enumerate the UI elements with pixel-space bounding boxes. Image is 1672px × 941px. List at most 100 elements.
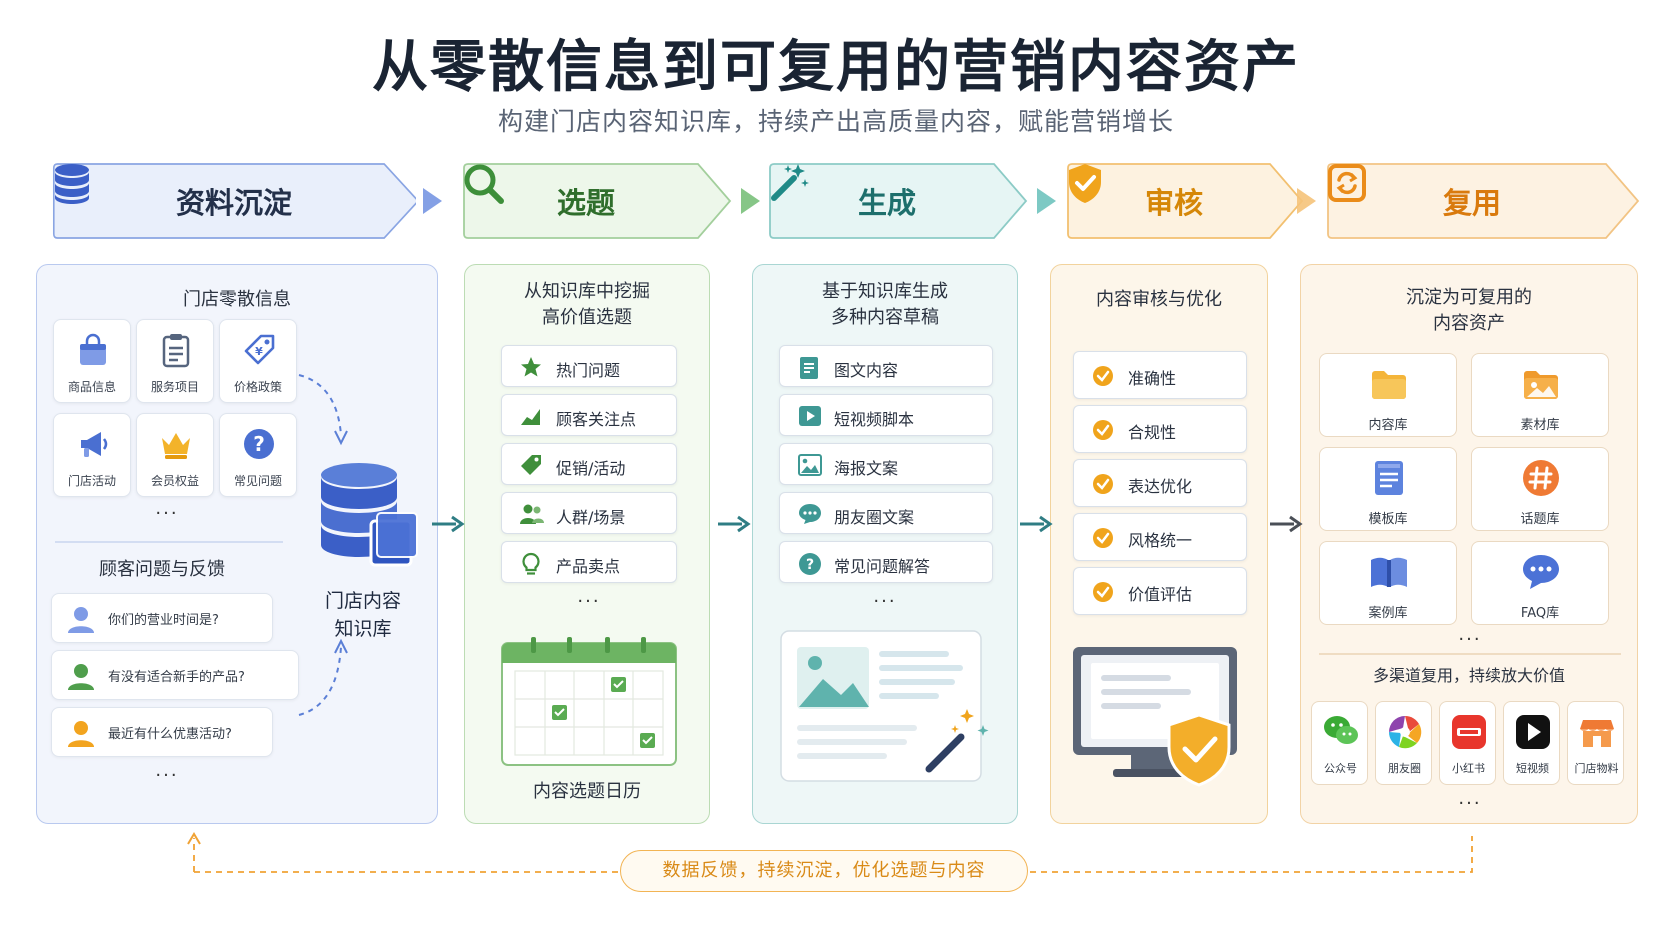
- xiaohongshu-icon: [1452, 715, 1486, 749]
- review-label: 风格统一: [1128, 531, 1193, 550]
- trend-icon: [521, 409, 540, 425]
- customer-question: 有没有适合新手的产品?: [51, 650, 299, 700]
- panel-generate: 基于知识库生成 多种内容草稿 图文内容 短视频脚本 海报文案 朋友圈文案 ? 常…: [752, 264, 1018, 824]
- stage-review: 审核: [1066, 162, 1306, 240]
- channel-wechat: 公众号: [1311, 701, 1368, 785]
- check-circle-icon: [1093, 474, 1113, 494]
- template-icon: [1375, 461, 1403, 495]
- asset-label: 话题库: [1520, 512, 1560, 527]
- asset-topic-library: 话题库: [1471, 447, 1609, 531]
- content-type-label: 朋友圈文案: [834, 508, 915, 527]
- review-label: 表达优化: [1128, 477, 1193, 496]
- reuse-icon: [1328, 164, 1366, 202]
- ellipsis: ···: [577, 591, 601, 612]
- panel-caption: 从知识库中挖掘 高价值选题: [524, 281, 650, 328]
- panel-caption: 基于知识库生成 多种内容草稿: [822, 281, 948, 328]
- crown-icon: [162, 433, 190, 459]
- search-icon: [464, 164, 504, 204]
- draft-document-illustration: [780, 630, 989, 782]
- megaphone-icon: [81, 432, 108, 457]
- tile-store-activity: 门店活动: [53, 413, 131, 497]
- check-circle-icon: [1093, 420, 1113, 440]
- review-item: 表达优化: [1073, 459, 1247, 507]
- asset-label: 模板库: [1368, 512, 1408, 527]
- topic-item: 促销/活动: [501, 443, 677, 485]
- tile-member-benefits: 会员权益: [136, 413, 214, 497]
- tile-label: 价格政策: [233, 380, 282, 394]
- topic-label: 顾客关注点: [556, 410, 637, 429]
- tile-service-items: 服务项目: [136, 319, 214, 403]
- review-item: 价值评估: [1073, 567, 1247, 615]
- question-icon: ?: [244, 429, 274, 459]
- arrow-right-icon: [718, 515, 751, 533]
- stage-label: 生成: [857, 186, 916, 220]
- stage-reuse: 复用: [1326, 162, 1642, 240]
- asset-label: 素材库: [1520, 418, 1560, 433]
- review-item: 风格统一: [1073, 513, 1247, 561]
- panel-topic: 从知识库中挖掘 高价值选题 热门问题 顾客关注点 促销/活动 人群/场景 产品卖…: [464, 264, 710, 824]
- topic-label: 热门问题: [556, 361, 621, 380]
- content-type-item: ? 常见问题解答: [779, 541, 993, 583]
- ellipsis: ···: [1458, 793, 1482, 814]
- content-type-item: 朋友圈文案: [779, 492, 993, 534]
- tile-price-policy: ¥ 价格政策: [219, 319, 297, 403]
- asset-label: 内容库: [1368, 418, 1408, 433]
- asset-case-library: 案例库: [1319, 541, 1457, 625]
- stage-label: 审核: [1144, 186, 1203, 220]
- tile-label: 会员权益: [150, 474, 199, 488]
- bulb-icon: [522, 552, 540, 575]
- topic-label: 产品卖点: [556, 557, 621, 576]
- arrow-right-icon: [1020, 515, 1053, 533]
- user-icon: [68, 721, 94, 747]
- stage-sediment: 资料沉淀: [52, 162, 416, 240]
- channel-label: 公众号: [1324, 762, 1357, 775]
- panel-caption: 沉淀为可复用的 内容资产: [1406, 287, 1532, 334]
- tile-label: 常见问题: [233, 474, 282, 488]
- stage-label: 选题: [556, 186, 615, 220]
- asset-label: 案例库: [1368, 606, 1408, 621]
- content-type-label: 图文内容: [834, 361, 899, 380]
- monitor-shield-icon: [1073, 647, 1237, 787]
- asset-template-library: 模板库: [1319, 447, 1457, 531]
- people-icon: [520, 504, 544, 524]
- store-icon: [1580, 720, 1614, 747]
- review-label: 合规性: [1128, 423, 1177, 442]
- feedback-loop-label: 数据反馈，持续沉淀，优化选题与内容: [620, 850, 1028, 892]
- image-icon: [798, 454, 822, 476]
- content-type-item: 短视频脚本: [779, 394, 993, 436]
- price-tag-icon: ¥: [244, 334, 275, 365]
- channel-store-material: 门店物料: [1567, 701, 1624, 785]
- question-text: 有没有适合新手的产品?: [108, 670, 245, 685]
- topic-item: 人群/场景: [501, 492, 677, 534]
- content-type-item: 图文内容: [779, 345, 993, 387]
- page-subtitle: 构建门店内容知识库，持续产出高质量内容，赋能营销增长: [497, 107, 1174, 136]
- tile-label: 门店活动: [67, 474, 116, 488]
- channel-label: 朋友圈: [1388, 762, 1421, 775]
- check-circle-icon: [1093, 582, 1113, 602]
- play-icon: [799, 406, 821, 426]
- dashed-arrows: [298, 374, 348, 716]
- customer-question: 最近有什么优惠活动?: [51, 707, 273, 757]
- channel-short-video: 短视频: [1503, 701, 1560, 785]
- tile-label: 服务项目: [150, 380, 199, 394]
- review-item: 合规性: [1073, 405, 1247, 453]
- tag-icon: [521, 455, 541, 475]
- topic-item: 热门问题: [501, 345, 677, 387]
- channel-xiaohongshu: 小红书: [1439, 701, 1496, 785]
- channel-moments: 朋友圈: [1375, 701, 1432, 785]
- chevron-right-icon: [1037, 188, 1056, 214]
- star-icon: [521, 357, 541, 377]
- topic-item: 产品卖点: [501, 541, 677, 583]
- question-icon: ?: [799, 553, 821, 575]
- svg-text:?: ?: [253, 432, 265, 456]
- page-title: 从零散信息到可复用的营销内容资产: [372, 35, 1300, 100]
- check-circle-icon: [1093, 366, 1113, 386]
- review-label: 价值评估: [1128, 585, 1193, 604]
- chevron-right-icon: [423, 188, 442, 214]
- short-video-icon: [1516, 715, 1550, 749]
- knowledge-base-icon: [321, 463, 418, 567]
- review-label: 准确性: [1128, 369, 1177, 388]
- tile-faq: ? 常见问题: [219, 413, 297, 497]
- user-icon: [68, 607, 94, 633]
- topic-item: 顾客关注点: [501, 394, 677, 436]
